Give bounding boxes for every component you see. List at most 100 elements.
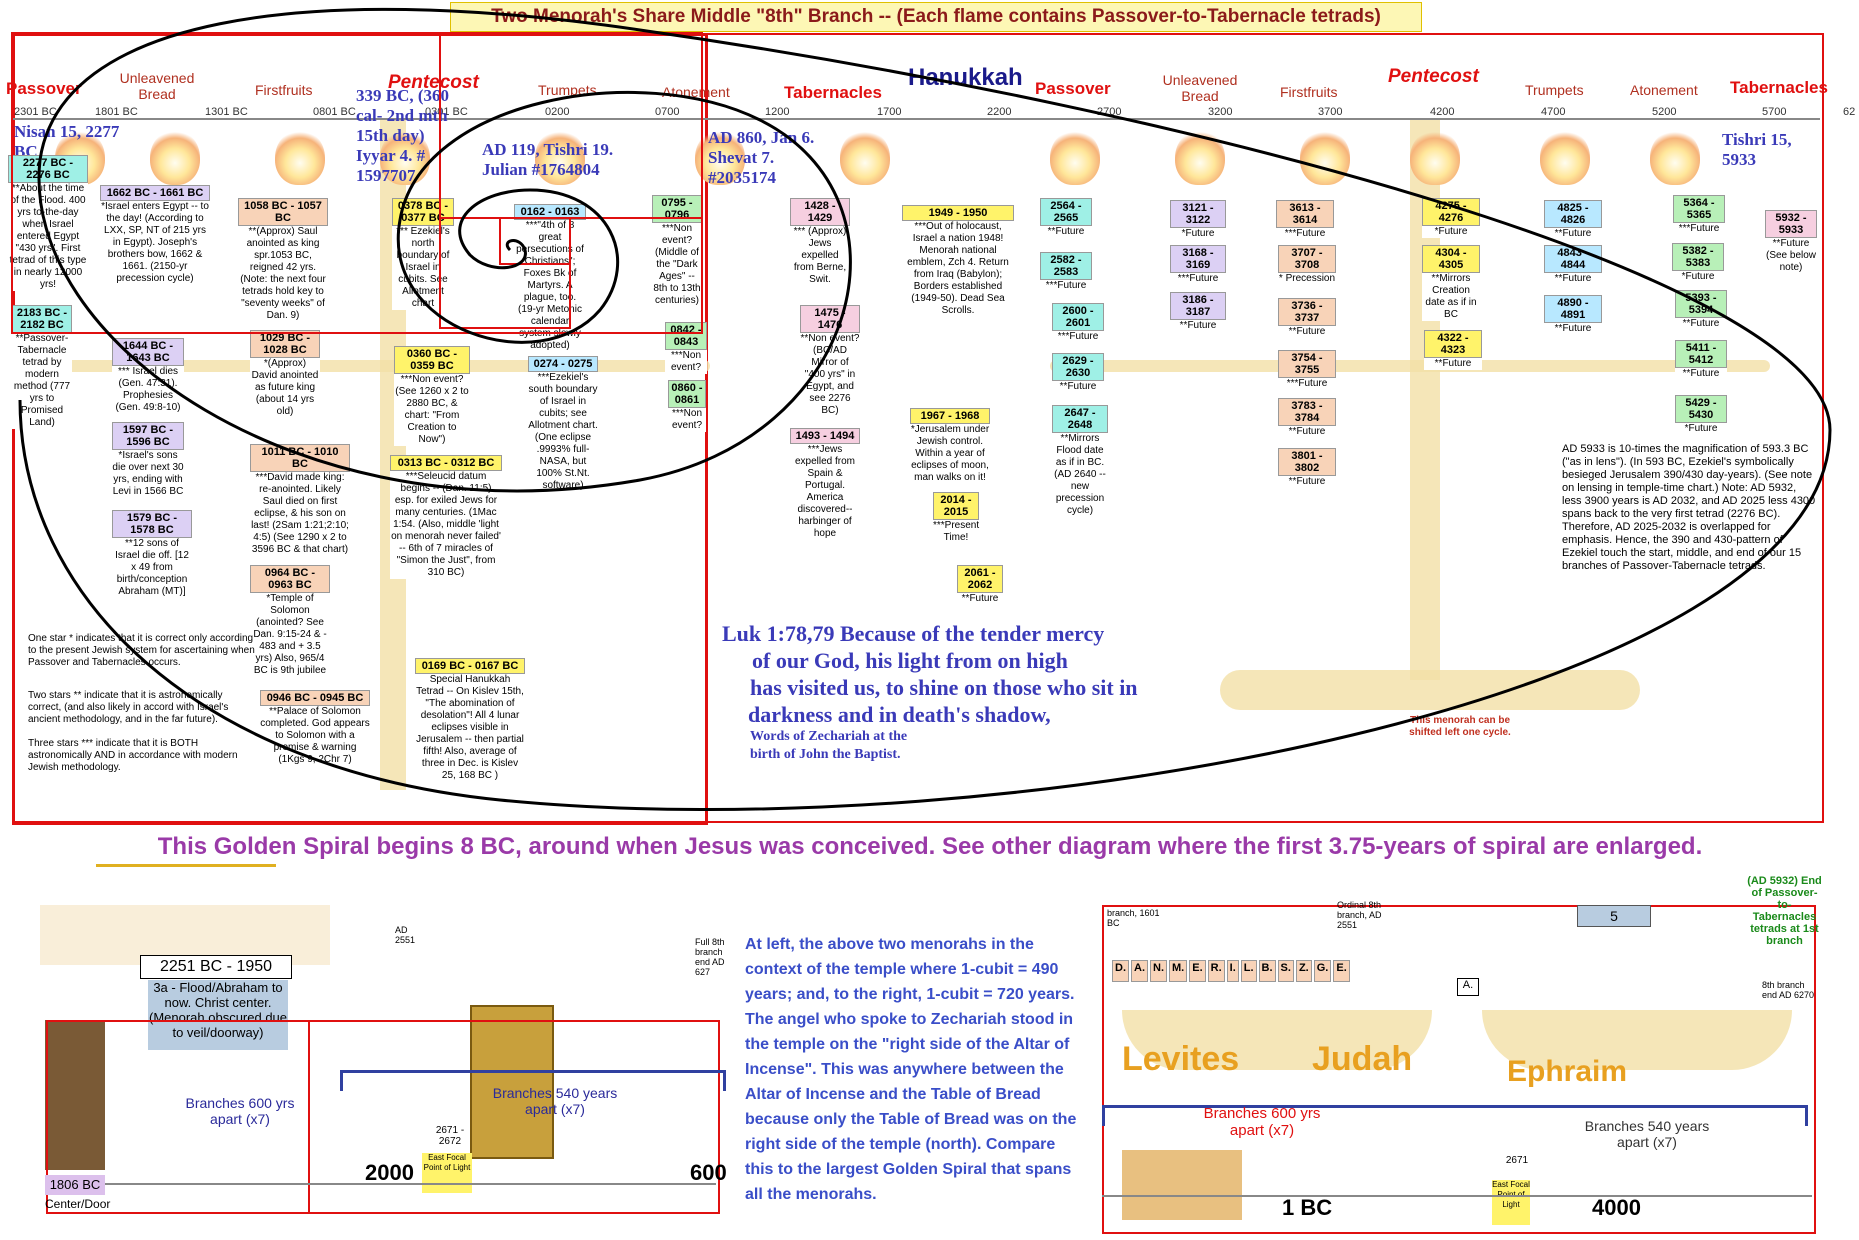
tetrad-years-tag: 0274 - 0275 [528, 356, 598, 372]
tetrad-entry: 1058 BC - 1057 BC**(Approx) Saul anointe… [238, 198, 328, 322]
tetrad-description: * Precession [1278, 273, 1336, 284]
festival-trumpets-right: Trumpets [1525, 82, 1584, 98]
tetrad-years-tag: 1493 - 1494 [790, 428, 860, 444]
tetrad-entry: 1011 BC - 1010 BC***David made king: re-… [250, 444, 350, 556]
br-arrow-bracket [1102, 1105, 1808, 1126]
tribe-letter: N. [1150, 960, 1167, 982]
br-year-1bc: 1 BC [1282, 1195, 1333, 1220]
year-tick: 0200 [545, 106, 570, 118]
br-east-focal: East Focal Point of Light [1492, 1180, 1530, 1225]
tetrad-entry: 4843 - 4844**Future [1544, 245, 1602, 285]
year-tick: 2200 [987, 106, 1012, 118]
tetrad-years-tag: 3707 - 3708 [1278, 245, 1336, 273]
tetrad-description: ***Future [1284, 228, 1326, 239]
tetrad-entry: 2564 - 2565**Future [1040, 198, 1092, 238]
tetrad-years-tag: 0946 BC - 0945 BC [260, 690, 370, 706]
tetrad-entry: 4825 - 4826**Future [1544, 200, 1602, 240]
tetrad-entry: 1029 BC - 1028 BC*(Approx) David anointe… [250, 330, 320, 418]
right-menorah-foot [1220, 670, 1640, 710]
tetrad-entry: 3613 - 3614***Future [1276, 200, 1334, 240]
tetrad-entry: 0378 BC - 0377 BC*** Ezekiel's north bou… [392, 198, 454, 310]
tetrad-years-tag: 3736 - 3737 [1278, 298, 1336, 326]
tetrad-years-tag: 2061 - 2062 [957, 565, 1003, 593]
tetrad-years-tag: 2582 - 2583 [1040, 252, 1092, 280]
note-ad119: AD 119, Tishri 19. Julian #1764804 [482, 140, 614, 179]
flame-icon [150, 130, 200, 185]
tetrad-years-tag: 1967 - 1968 [910, 408, 990, 424]
flame-icon [535, 130, 585, 185]
tetrad-years-tag: 4322 - 4323 [1424, 330, 1482, 358]
tetrad-description: ***Non event? (Middle of the "Dark Ages"… [653, 223, 701, 306]
tetrad-years-tag: 2629 - 2630 [1052, 353, 1104, 381]
year-tick: 1801 BC [95, 106, 138, 118]
tetrad-years-tag: 1029 BC - 1028 BC [250, 330, 320, 358]
tetrad-entry: 3736 - 3737**Future [1278, 298, 1336, 338]
attrib-line-2: birth of John the Baptist. [750, 747, 901, 762]
tetrad-description: **Future [1682, 368, 1720, 379]
tribe-letter: D. [1112, 960, 1129, 982]
tetrad-entry: 2582 - 2583***Future [1040, 252, 1092, 292]
tetrad-entry: 2600 - 2601***Future [1052, 303, 1104, 343]
bl-2671: 2671 - 2672 [435, 1125, 465, 1147]
flame-icon [1650, 130, 1700, 185]
tetrad-years-tag: 0378 BC - 0377 BC [392, 198, 454, 226]
tetrad-description: *Temple of Solomon (anointed? See Dan. 9… [253, 593, 327, 676]
tribe-letter: L. [1240, 960, 1257, 982]
flame-icon [1410, 130, 1460, 185]
br-ordinal8: Ordinal 8th branch, AD 2551 [1337, 900, 1382, 930]
tetrad-description: ***Future [1678, 223, 1720, 234]
tetrad-entry: 3783 - 3784**Future [1278, 398, 1336, 438]
tetrad-description: **Future [1288, 476, 1326, 487]
attrib-line-1: Words of Zechariah at the [750, 729, 908, 744]
tetrad-entry: 3121 - 3122*Future [1170, 200, 1226, 240]
tetrad-entry: 4304 - 4305**Mirrors Creation date as if… [1422, 245, 1480, 321]
tetrad-entry: 0860 - 0861***Non event? [668, 380, 706, 432]
tetrad-description: ***Future [1177, 273, 1219, 284]
bl-full8: Full 8th branch end AD 627 [695, 937, 725, 977]
tetrad-description: *(Approx) David anointed as future king … [251, 358, 319, 417]
tetrad-description: ***Non event? (See 1260 x 2 to 2880 BC, … [395, 374, 469, 445]
tetrad-description: ***Future [1286, 378, 1328, 389]
luke-attribution: Words of Zechariah at the birth of John … [750, 728, 907, 764]
note-ad860: AD 860, Jan 6. Shevat 7. #2035174 [708, 128, 815, 187]
bl-arrow-bracket [340, 1070, 726, 1091]
bl-branches600: Branches 600 yrs apart (x7) [185, 1095, 295, 1127]
tetrad-years-tag: 3754 - 3755 [1278, 350, 1336, 378]
tetrad-entry: 1662 BC - 1661 BC*Israel enters Egypt --… [100, 185, 210, 285]
spiral-caption: This Golden Spiral begins 8 BC, around w… [157, 833, 1703, 860]
spiral-rect [11, 32, 703, 334]
br-outline [1102, 905, 1816, 1234]
tribe-letter: Z. [1295, 960, 1312, 982]
br-a-box: A. [1457, 978, 1479, 996]
tetrad-entry: 3801 - 3802**Future [1278, 448, 1336, 488]
tetrad-description: **Mirrors Creation date as if in BC [1425, 273, 1477, 320]
tetrad-years-tag: 3168 - 3169 [1170, 245, 1226, 273]
tetrad-years-tag: 0860 - 0861 [668, 380, 706, 408]
br-ephraim: Ephraim [1507, 1055, 1628, 1088]
tetrad-description: *Israel's sons die over next 30 yrs, end… [112, 450, 184, 497]
tetrad-description: **Non event? (BC/AD Mirror of "400 yrs" … [800, 333, 860, 416]
note-tishri: Tishri 15, 5933 [1722, 130, 1792, 169]
bl-1806bc: 1806 BC [45, 1175, 105, 1195]
tetrad-description: ***Future [1057, 331, 1099, 342]
year-tick: 3200 [1208, 106, 1233, 118]
tetrad-years-tag: 2277 BC - 2276 BC [8, 155, 88, 183]
tetrad-description: **(Approx) Saul anointed as king spr.105… [240, 226, 326, 321]
tetrad-entry: 1949 - 1950***Out of holocaust, Israel a… [902, 205, 1014, 317]
tetrad-entry: 3186 - 3187**Future [1170, 292, 1226, 332]
tetrad-description: *Future [1181, 228, 1215, 239]
year-tick: 5700 [1762, 106, 1787, 118]
tetrad-description: **Future [1179, 320, 1217, 331]
tetrad-entry: 2647 - 2648**Mirrors Flood date as if in… [1052, 405, 1108, 517]
tetrad-years-tag: 0360 BC - 0359 BC [394, 346, 470, 374]
br-menorah-2 [1482, 1010, 1792, 1070]
tribe-letter: B. [1258, 960, 1276, 982]
tetrad-description: **Future [1554, 273, 1592, 284]
bottom-left-diagram: 2251 BC - 1950 3a - Flood/Abraham to now… [40, 905, 730, 1215]
tetrad-years-tag: 5411 - 5412 [1675, 340, 1727, 368]
tetrad-description: **Future [1288, 426, 1326, 437]
festival-atonement-right: Atonement [1630, 82, 1698, 98]
flame-icon [275, 130, 325, 185]
tetrad-description: ***Non event? [671, 408, 703, 431]
